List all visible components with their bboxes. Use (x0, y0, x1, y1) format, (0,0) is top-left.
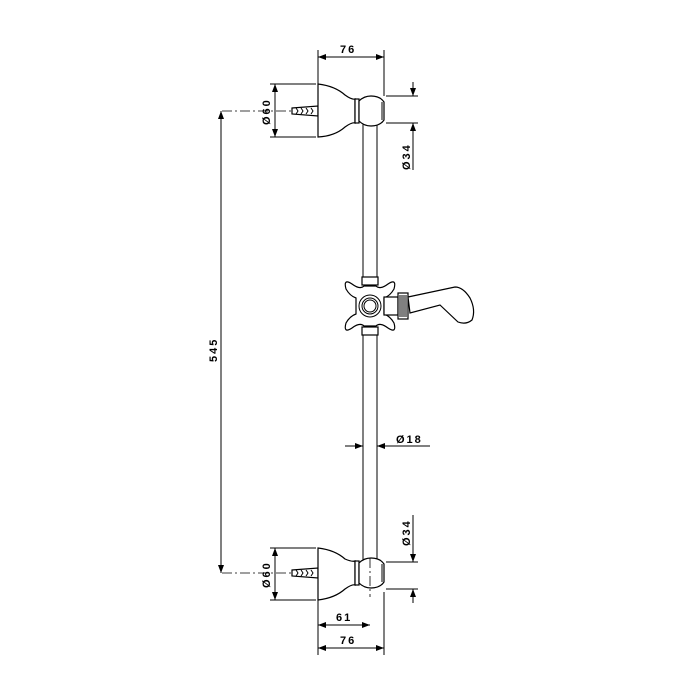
dim-bottom-axis-offset: 61 (336, 612, 352, 624)
dim-center-distance: 545 (208, 338, 220, 362)
dim-rod-diameter: Ø18 (396, 434, 423, 446)
dim-bottom-plate-diameter: Ø60 (261, 561, 273, 588)
top-wall-bracket (222, 83, 385, 138)
dim-top-projection: 76 (340, 44, 356, 56)
dim-bottom-ball-diameter: Ø34 (401, 519, 413, 546)
dim-top-plate-diameter: Ø60 (261, 98, 273, 125)
dim-top-ball-diameter: Ø34 (401, 143, 413, 170)
dimension-lines (218, 50, 430, 655)
slide-rod (362, 124, 378, 562)
bottom-wall-bracket (222, 547, 385, 601)
shower-head-holder-valve (344, 276, 475, 336)
dim-bottom-projection: 76 (340, 635, 356, 647)
